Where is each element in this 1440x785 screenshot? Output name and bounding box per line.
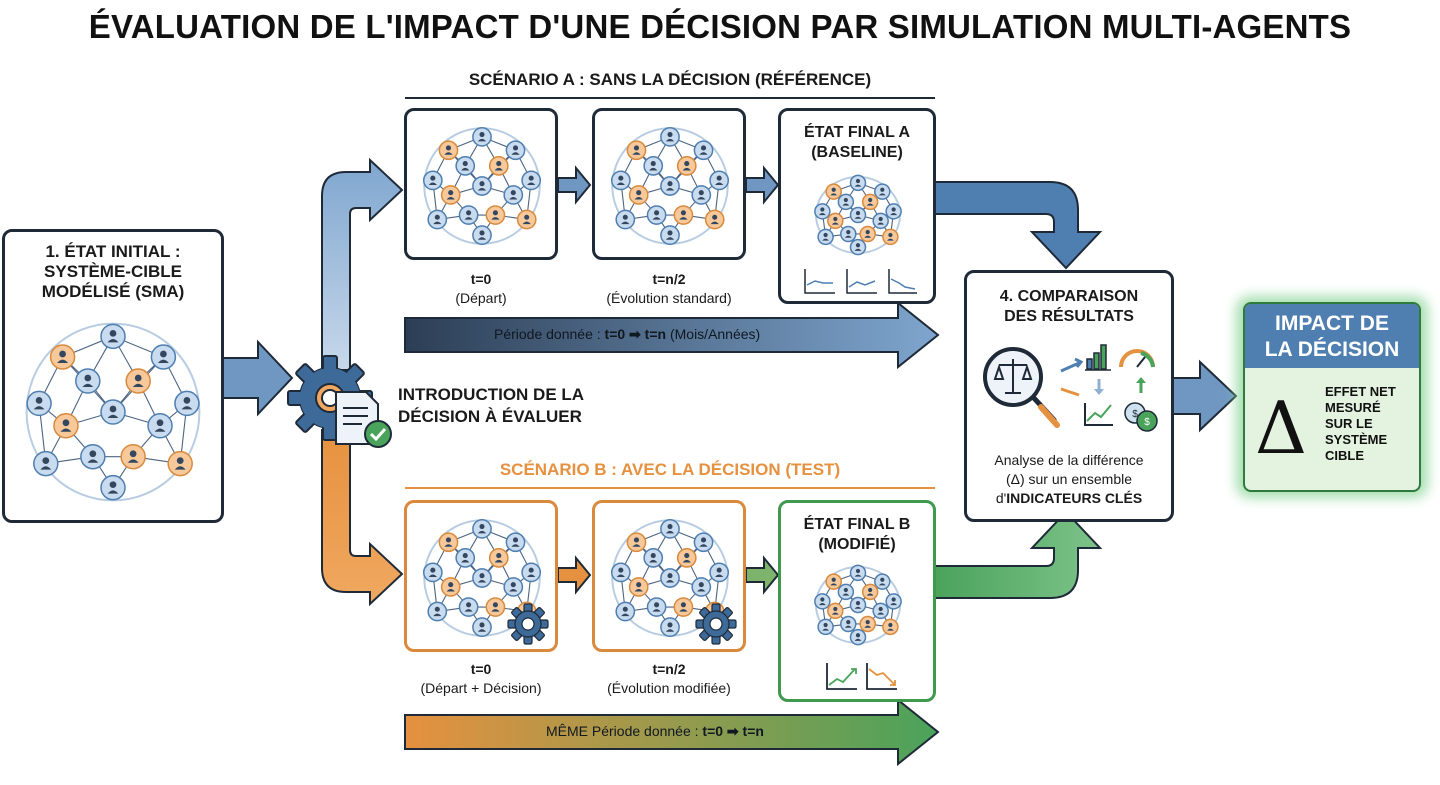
branch-b-arrow (321, 429, 404, 607)
comparison-to-impact-arrow (1171, 359, 1238, 433)
scenario-a-step-1-caption: t=0 (Départ) (404, 270, 558, 308)
comparison-analysis-icons: $ $ (983, 344, 1158, 432)
period-b-label: MÊME Période donnée : t=0 ➡ t=n (546, 723, 764, 740)
intro-line-2: DÉCISION À ÉVALUER (398, 407, 582, 426)
scenario-a-step-2-card (592, 108, 746, 260)
impact-desc-line-4: SYSTÈME (1325, 432, 1388, 447)
impact-card: IMPACT DE LA DÉCISION Δ EFFET NET MESURÉ… (1243, 302, 1421, 492)
scenario-b-step-2-card (592, 500, 746, 652)
comparison-desc-line-1: Analyse de la différence (994, 452, 1144, 468)
final-b-title-line-1: ÉTAT FINAL B (803, 516, 911, 533)
impact-header-line-1: IMPACT DE (1275, 312, 1389, 335)
scenario-a-step-1-card (404, 108, 558, 260)
initial-state-title: 1. ÉTAT INITIAL : SYSTÈME-CIBLE MODÉLISÉ… (5, 242, 221, 302)
period-b-prefix: MÊME Période donnée : (546, 723, 703, 739)
scenario-a-step-2-time: t=n/2 (652, 271, 686, 287)
scenario-b-step-2-caption: t=n/2 (Évolution modifiée) (582, 660, 756, 698)
step-arrow-a1 (557, 165, 592, 205)
final-state-a-card: ÉTAT FINAL A (BASELINE) (778, 108, 936, 304)
comparison-desc-bold: INDICATEURS CLÉS (1006, 490, 1143, 506)
svg-text:$: $ (1132, 409, 1138, 420)
period-b-range: t=0 ➡ t=n (702, 723, 764, 739)
initial-title-line-1: 1. ÉTAT INITIAL : (45, 242, 181, 261)
scenario-a-header: SCÉNARIO A : SANS LA DÉCISION (RÉFÉRENCE… (468, 70, 872, 89)
scenario-a-step-1-time: t=0 (470, 271, 492, 287)
period-a-prefix: Période donnée : (494, 326, 605, 342)
comparison-desc-line-2: (Δ) sur un ensemble (1005, 471, 1133, 487)
scenario-b-header: SCÉNARIO B : AVEC LA DÉCISION (TEST) (499, 460, 841, 479)
branch-a-arrow (321, 157, 404, 371)
final-state-b-card: ÉTAT FINAL B (MODIFIÉ) (778, 500, 936, 702)
final-a-title-line-2: (BASELINE) (811, 144, 903, 161)
agent-network-icon (422, 126, 542, 246)
agent-network-icon (610, 518, 730, 638)
initial-to-gear-arrow (221, 339, 294, 417)
agent-network-icon (814, 174, 902, 256)
intro-line-1: INTRODUCTION DE LA (398, 385, 585, 404)
scenario-b-step-1-label: (Départ + Décision) (420, 680, 542, 696)
period-a-arrow (404, 300, 940, 370)
impact-header-line-2: LA DÉCISION (1264, 338, 1400, 361)
svg-text:$: $ (1144, 417, 1150, 428)
period-b-arrow (404, 697, 940, 767)
impact-desc-line-1: EFFET NET (1325, 384, 1396, 399)
scenario-a-step-2-label: (Évolution standard) (606, 290, 732, 306)
scenario-b-step-2-label: (Évolution modifiée) (607, 680, 731, 696)
agent-network-icon (422, 518, 542, 638)
page-title: ÉVALUATION DE L'IMPACT D'UNE DÉCISION PA… (88, 8, 1352, 45)
decision-gear-icon (695, 603, 737, 645)
comparison-title-line-2: DES RÉSULTATS (1004, 308, 1134, 325)
agent-network-icon (814, 564, 902, 646)
comparison-description: Analyse de la différence (Δ) sur un ense… (971, 451, 1167, 508)
impact-desc-line-3: SUR LE (1325, 416, 1373, 431)
comparison-desc-prefix: d' (995, 490, 1007, 506)
impact-desc-line-2: MESURÉ (1325, 400, 1381, 415)
step-arrow-b1 (557, 555, 592, 595)
final-a-title: ÉTAT FINAL A (BASELINE) (781, 123, 933, 163)
final-a-to-comparison-arrow (934, 181, 1103, 270)
final-b-to-comparison-arrow (934, 510, 1103, 599)
scenario-b-step-2-time: t=n/2 (652, 661, 686, 677)
decision-introduction-label: INTRODUCTION DE LA DÉCISION À ÉVALUER (398, 384, 584, 428)
final-a-title-line-1: ÉTAT FINAL A (803, 124, 911, 141)
decision-gear-icon (507, 603, 549, 645)
initial-title-line-2: SYSTÈME-CIBLE (44, 262, 182, 281)
modified-chart-icons (826, 663, 897, 690)
period-a-suffix: (Mois/Années) (666, 326, 761, 342)
scenario-a-step-2-caption: t=n/2 (Évolution standard) (582, 270, 756, 308)
impact-desc-line-5: CIBLE (1325, 448, 1364, 463)
final-b-title: ÉTAT FINAL B (MODIFIÉ) (781, 515, 933, 555)
step-arrow-b2 (745, 555, 780, 595)
scenario-b-step-1-card (404, 500, 558, 652)
final-b-title-line-2: (MODIFIÉ) (818, 536, 896, 553)
gear-document-check-icon (287, 355, 392, 448)
scenario-a-step-1-label: (Départ) (455, 290, 507, 306)
baseline-chart-icons (804, 269, 917, 294)
scenario-b-step-1-caption: t=0 (Départ + Décision) (396, 660, 566, 698)
delta-symbol: Δ (1255, 386, 1307, 470)
step-arrow-a2 (745, 165, 780, 205)
agent-network-icon (610, 126, 730, 246)
impact-header: IMPACT DE LA DÉCISION (1245, 304, 1419, 368)
comparison-title: 4. COMPARAISON DES RÉSULTATS (967, 287, 1171, 327)
impact-description: EFFET NET MESURÉ SUR LE SYSTÈME CIBLE (1325, 384, 1396, 464)
initial-title-line-3: MODÉLISÉ (SMA) (41, 282, 185, 301)
period-a-label: Période donnée : t=0 ➡ t=n (Mois/Années) (494, 326, 760, 343)
comparison-title-line-1: 4. COMPARAISON (999, 288, 1139, 305)
comparison-card: 4. COMPARAISON DES RÉSULTATS (964, 270, 1174, 522)
scenario-b-step-1-time: t=0 (470, 661, 492, 677)
agent-network-icon (25, 322, 201, 502)
period-a-range: t=0 ➡ t=n (604, 326, 667, 342)
initial-state-card: 1. ÉTAT INITIAL : SYSTÈME-CIBLE MODÉLISÉ… (2, 229, 224, 523)
